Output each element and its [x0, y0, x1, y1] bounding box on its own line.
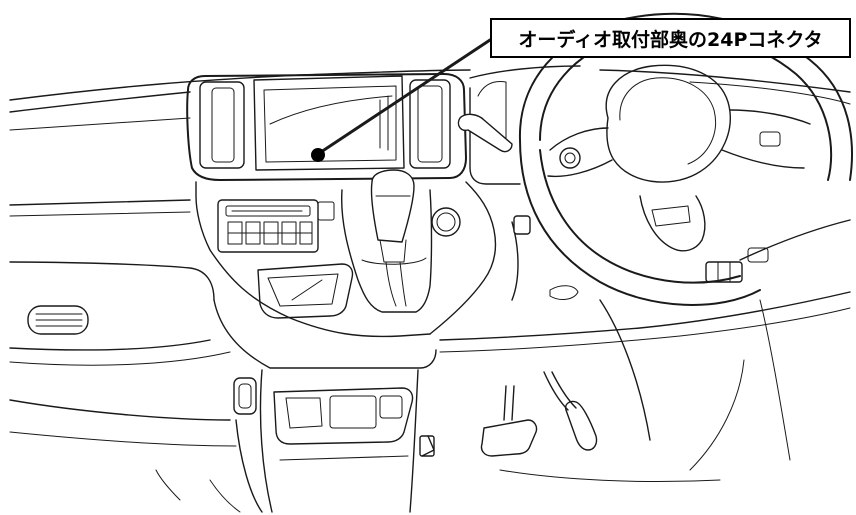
brake-pedal	[480, 419, 538, 457]
right-switch-cluster	[705, 261, 743, 283]
steering-hub	[605, 64, 731, 183]
shift-knob	[370, 169, 415, 243]
stalk-lever	[457, 113, 513, 153]
instrument-binnacle	[457, 65, 581, 185]
power-outlet	[379, 395, 403, 419]
steering-left-button	[559, 147, 581, 169]
console-tray	[257, 263, 354, 319]
audio-right-slot	[409, 79, 451, 169]
right-dash-panel	[439, 215, 851, 471]
callout-leader	[311, 38, 492, 162]
connector-location-dot	[311, 148, 325, 162]
connector-callout-label: オーディオ取付部奥の24Pコネクタ	[490, 18, 851, 58]
column-switch	[513, 215, 531, 235]
pedals	[419, 371, 598, 457]
audio-left-slot	[199, 81, 245, 169]
climate-panel	[217, 199, 319, 253]
accelerator-pedal	[564, 400, 598, 451]
steering-right-button	[759, 131, 781, 147]
audio-unit-housing	[186, 73, 467, 181]
audio-screen	[253, 75, 405, 171]
center-console	[195, 181, 497, 369]
floor-outline	[155, 469, 721, 513]
lower-console	[233, 369, 419, 513]
lower-storage	[273, 387, 414, 445]
left-knee-vent	[233, 377, 257, 415]
hazard-switch	[317, 201, 335, 221]
shift-lever	[340, 169, 461, 313]
left-dash-panel	[9, 199, 237, 447]
left-vent	[27, 305, 89, 335]
start-button	[431, 207, 461, 237]
